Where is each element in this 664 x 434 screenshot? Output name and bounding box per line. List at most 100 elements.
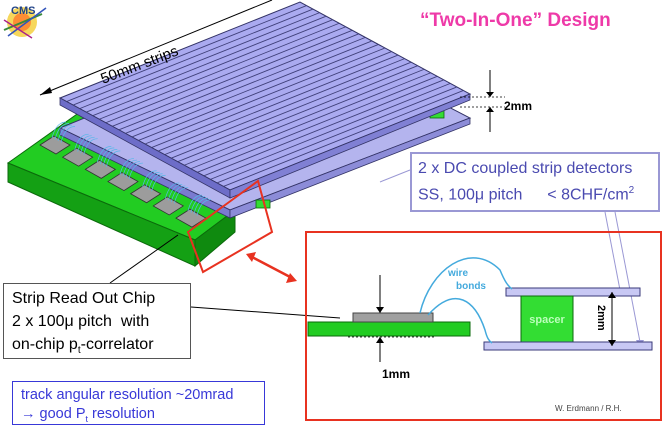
detail-panel	[305, 231, 662, 421]
detail-wire-bond-upper	[419, 257, 513, 314]
wire-bond	[151, 174, 166, 192]
strip-line	[184, 68, 425, 166]
strip-line	[138, 44, 379, 141]
wire-bond	[119, 158, 134, 175]
zoom-arrowhead-b	[286, 273, 297, 283]
strip-line	[72, 8, 314, 106]
wire-bond	[187, 194, 202, 212]
gap-side-head-top	[608, 292, 616, 298]
track-info-line2-a: → good P	[21, 406, 86, 422]
detail-chip	[352, 312, 434, 323]
chip-info-line3: on-chip pt-correlator	[12, 333, 182, 362]
chip-info-line3-a: on-chip p	[12, 336, 78, 353]
gap-bottom-head-up	[376, 337, 384, 343]
strip-line	[92, 19, 333, 117]
strip-line	[144, 47, 386, 145]
gap-bottom-label: 1mm	[382, 367, 410, 381]
detector-pointer-top	[604, 211, 621, 291]
wire-bond	[105, 150, 121, 167]
wire-bonds-3d	[51, 121, 211, 216]
wire-bond	[142, 170, 157, 187]
detector-info-line2: SS, 100μ pitch < 8CHF/cm2	[418, 180, 652, 206]
gap-top-label: 2mm	[504, 99, 532, 113]
zoom-arrow	[249, 254, 293, 280]
wire-bond	[102, 149, 118, 166]
wire-bond	[164, 182, 180, 200]
strips-arrow-head	[40, 87, 52, 95]
strip-line	[85, 15, 327, 113]
gap-side-head-bottom	[608, 340, 616, 346]
wire-bond	[60, 126, 76, 143]
chip-info-line3-b: -correlator	[80, 336, 154, 353]
strip-line	[131, 40, 373, 138]
readout-chip	[129, 184, 162, 204]
detail-lower-sensor	[483, 341, 653, 351]
readout-chip	[152, 196, 185, 216]
wire-bond	[125, 161, 140, 178]
strip-line	[164, 58, 405, 156]
strip-line	[151, 51, 392, 148]
strip-lines	[66, 5, 464, 187]
logo-text: CMS	[11, 5, 35, 17]
readout-chip	[61, 147, 94, 167]
detail-upper-sensor	[505, 287, 641, 297]
chip-info-box: Strip Read Out Chip 2 x 100μ pitch with …	[3, 283, 191, 359]
track-info-box: track angular resolution ~20mrad → good …	[12, 381, 265, 425]
readout-chip	[84, 159, 117, 179]
gap-side-label: 2mm	[595, 305, 607, 331]
strip-line	[170, 61, 412, 159]
credit-text: W. Erdmann / R.H.	[555, 404, 622, 413]
wire-bond	[122, 159, 137, 177]
strip-line	[223, 90, 464, 187]
zoom-arrowhead-a	[246, 252, 256, 262]
strip-line	[66, 5, 307, 102]
detector-info-box: 2 x DC coupled strip detectors SS, 100μ …	[410, 152, 660, 212]
wire-bond	[170, 185, 186, 203]
strip-line	[203, 79, 445, 177]
strip-line	[99, 22, 340, 120]
detector-pointer-line	[379, 169, 411, 183]
strip-line	[105, 26, 346, 124]
strip-line	[190, 72, 431, 170]
track-info-line2-sub: t	[85, 413, 89, 424]
chip-pointer-3d	[109, 234, 179, 284]
detector-info-line1: 2 x DC coupled strip detectors	[418, 160, 633, 177]
track-info-line2-b: resolution	[88, 406, 155, 422]
wire-bond	[54, 123, 70, 140]
track-info-line2: → good Pt resolution	[21, 405, 256, 429]
gap-top-arrowhead-up	[486, 107, 494, 112]
track-info-line1: track angular resolution ~20mrad	[21, 387, 234, 403]
gap-top-arrowhead-down	[486, 92, 494, 97]
strip-line	[125, 36, 366, 134]
detector-cost: < 8CHF/cm	[547, 186, 629, 204]
strip-line	[177, 65, 418, 163]
chip-info-line3-sub: t	[77, 345, 81, 357]
strip-line	[157, 54, 399, 152]
wire-bond	[145, 171, 160, 189]
detail-wire-bond-lower	[427, 297, 493, 344]
wire-bond	[77, 135, 92, 152]
strips-dimension-line	[39, 0, 273, 96]
chip-pointer-detail	[190, 306, 341, 319]
wire-bond	[96, 146, 112, 163]
wire-bond	[128, 162, 143, 180]
wire-bond	[148, 173, 163, 190]
strip-line	[118, 33, 360, 131]
wire-bond	[74, 133, 89, 151]
chip-info-line1: Strip Read Out Chip	[12, 290, 156, 307]
wire-label-2: bonds	[456, 281, 486, 292]
strip-line	[210, 82, 451, 180]
strip-line	[79, 12, 320, 110]
gap-bottom-head-down	[376, 307, 384, 313]
strip-line	[112, 29, 353, 127]
wire-bond	[193, 197, 208, 215]
detector-pitch: SS, 100μ pitch	[418, 186, 523, 204]
wire-bond	[99, 147, 115, 164]
detector-pointer-bottom	[614, 211, 641, 343]
wire-bond	[57, 124, 73, 142]
wire-bond	[173, 187, 189, 204]
wire-bond	[190, 196, 205, 213]
zoom-highlight-box	[186, 179, 274, 274]
wire-bond	[51, 121, 67, 139]
readout-chip	[39, 135, 71, 155]
